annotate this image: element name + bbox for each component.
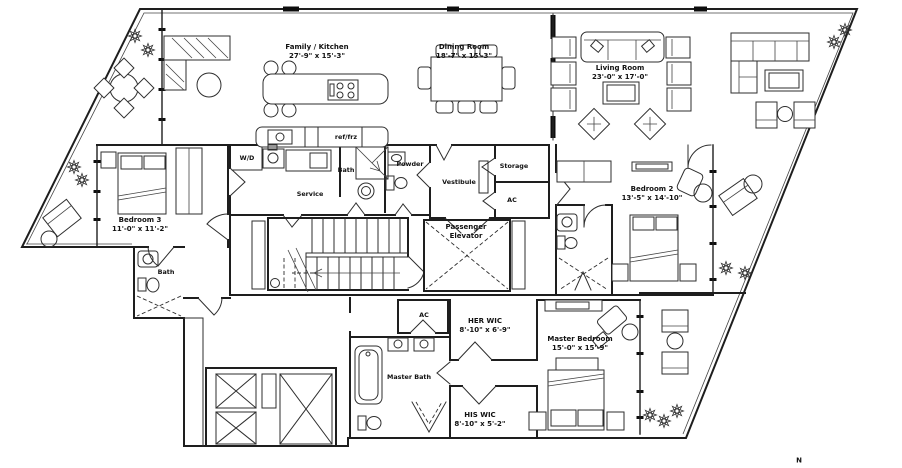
bedroom2-bath-icons	[556, 213, 609, 291]
room-label-master-bath: Master Bath	[386, 372, 432, 381]
room-label-ac-lower: AC	[419, 310, 429, 319]
room-label-hall-bath: Bath	[337, 165, 355, 174]
room-label-his-wic: HIS WIC 8'-10" x 5'-2"	[454, 411, 505, 429]
room-name: Master Bedroom	[547, 334, 613, 343]
room-name: Living Room	[595, 63, 645, 72]
room-dims: 8'-10" x 5'-2"	[454, 420, 506, 428]
room-label-bath3: Bath	[157, 267, 175, 276]
laundry-icons	[262, 144, 332, 172]
room-name: HIS WIC	[464, 410, 496, 419]
room-label-passenger-elevator: Passenger Elevator	[446, 223, 487, 241]
compass-north-label: N	[796, 456, 802, 465]
powder-room-icons	[385, 151, 408, 191]
family-room-sofa-icon	[163, 35, 231, 98]
room-name: Bedroom 2	[630, 184, 674, 193]
room-name: Dining Room	[438, 42, 490, 51]
passenger-elevator-icon	[251, 219, 526, 292]
room-label-her-wic: HER WIC 8'-10" x 6'-9"	[459, 317, 510, 335]
elevator-label-line2: Elevator	[449, 232, 483, 240]
room-label-powder: Powder	[396, 159, 424, 168]
dining-table-icon	[417, 44, 516, 114]
service-elevator-icon	[205, 367, 337, 447]
room-name: Family / Kitchen	[285, 42, 349, 51]
master-bath-icons	[354, 337, 447, 434]
room-label-bedroom3: Bedroom 3 11'-0" x 11'-2"	[112, 216, 168, 234]
room-label-master-bedroom: Master Bedroom 15'-0" x 15'-9"	[547, 335, 612, 353]
master-bedroom-icons	[528, 299, 639, 431]
room-label-service: Service	[296, 189, 324, 198]
terrace-northeast-icons	[730, 20, 855, 129]
bedroom3-icons	[100, 147, 203, 215]
interior-walls	[96, 8, 746, 447]
room-dims: 15'-0" x 15'-9"	[551, 344, 609, 352]
vestibule-console-icon	[478, 160, 489, 194]
bedroom2-icons	[556, 160, 713, 282]
kitchen-icons	[255, 60, 389, 148]
room-label-ref-frz: ref/frz	[334, 132, 358, 141]
stairs-icon	[267, 217, 409, 293]
bedroom3-bath-icons	[136, 250, 182, 317]
room-dims: 8'-10" x 6'-9"	[459, 326, 511, 334]
hall-bath-icons	[355, 146, 389, 200]
room-name: Bedroom 3	[118, 215, 162, 224]
room-label-ac-upper: AC	[507, 195, 517, 204]
terrace-west-icons	[40, 157, 92, 248]
living-room-icons	[550, 31, 692, 141]
room-label-living: Living Room 23'-0" x 17'-0"	[592, 64, 648, 82]
room-label-dining: Dining Room 18'-7" x 15'-3"	[436, 43, 492, 61]
room-label-bedroom2: Bedroom 2 13'-5" x 14'-10"	[622, 185, 683, 203]
terrace-east-icons	[716, 174, 763, 283]
doors	[147, 144, 712, 405]
room-dims: 27'-9" x 15'-3"	[288, 52, 345, 60]
terrace-master-icons	[640, 309, 689, 431]
elevator-label-line1: Passenger	[445, 222, 487, 231]
room-name: HER WIC	[468, 316, 502, 325]
room-label-wd: W/D	[239, 153, 255, 162]
room-label-vestibule: Vestibule	[442, 177, 476, 186]
room-dims: 18'-7" x 15'-3"	[435, 52, 493, 60]
terrace-northwest-icons	[93, 26, 158, 119]
room-label-storage: Storage	[499, 161, 529, 170]
room-label-family-kitchen: Family / Kitchen 27'-9" x 15'-3"	[285, 43, 348, 61]
room-dims: 23'-0" x 17'-0"	[591, 73, 649, 81]
room-dims: 13'-5" x 14'-10"	[621, 194, 683, 202]
room-dims: 11'-0" x 11'-2"	[111, 225, 169, 233]
